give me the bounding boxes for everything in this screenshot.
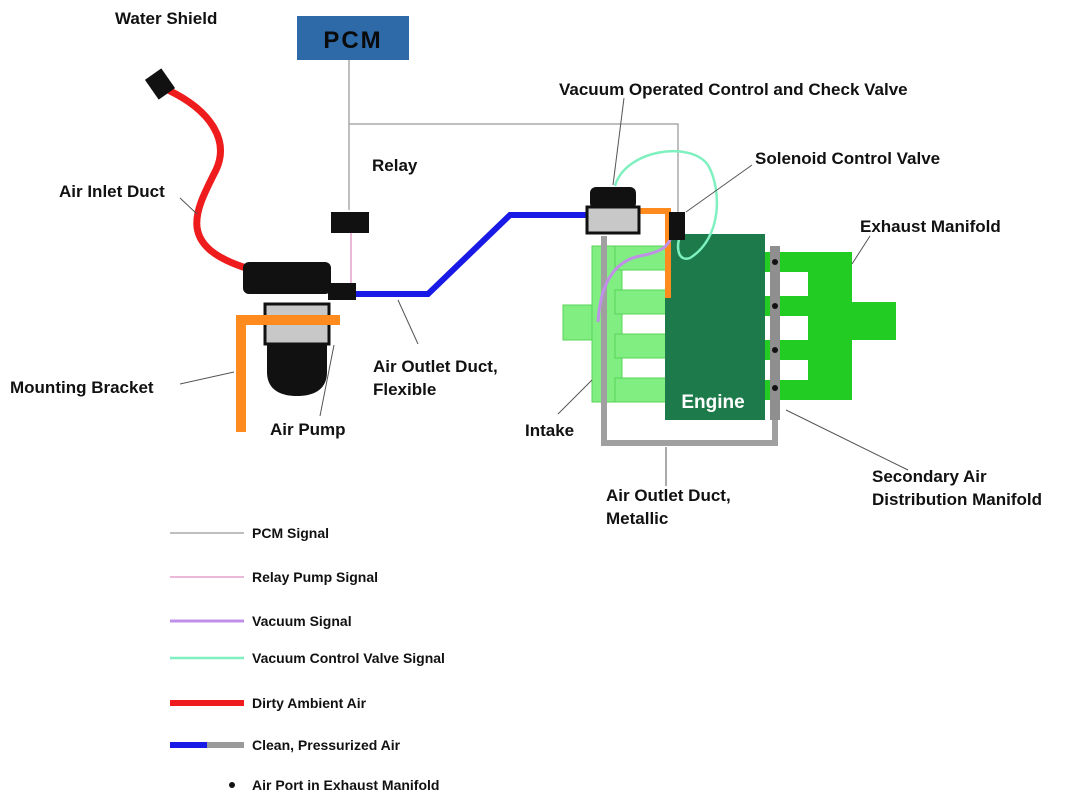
air-pump-head xyxy=(243,262,331,294)
legend-item-air-port: Air Port in Exhaust Manifold xyxy=(229,777,439,793)
label-exhaust-manifold: Exhaust Manifold xyxy=(860,217,1001,236)
legend-item-vacuum-control-valve-signal: Vacuum Control Valve Signal xyxy=(170,650,445,666)
leader-bracket xyxy=(179,371,235,385)
intake-runner-4 xyxy=(614,377,671,403)
vacuum-check-valve-top xyxy=(590,187,636,209)
legend-label-vacuum-signal: Vacuum Signal xyxy=(252,613,352,629)
label-secondary-air-line1: Secondary Air xyxy=(872,467,987,486)
vacuum-signal-line xyxy=(596,239,672,323)
legend-item-pcm-signal: PCM Signal xyxy=(170,525,329,541)
label-mounting-bracket: Mounting Bracket xyxy=(10,378,154,397)
label-air-pump: Air Pump xyxy=(270,420,346,439)
leader-intake xyxy=(557,379,593,415)
leader-secondary xyxy=(785,409,909,471)
leader-flexible xyxy=(397,299,419,345)
leader-inlet-duct xyxy=(179,197,198,215)
water-shield xyxy=(144,68,176,100)
label-intake: Intake xyxy=(525,421,574,440)
intake-runner-3 xyxy=(614,333,671,359)
legend-swatch-air-port xyxy=(229,782,235,788)
legend-label-air-port: Air Port in Exhaust Manifold xyxy=(252,777,439,793)
air-inlet-duct xyxy=(164,86,250,272)
label-secondary-air-line2: Distribution Manifold xyxy=(872,490,1042,509)
intake-nozzle xyxy=(562,304,598,341)
air-pump-body xyxy=(267,344,327,396)
leader-exhaust xyxy=(851,235,871,265)
engine-label: Engine xyxy=(681,392,744,413)
air-port-3 xyxy=(772,347,778,353)
label-air-outlet-metallic-line2: Metallic xyxy=(606,509,668,528)
legend-item-dirty-ambient-air: Dirty Ambient Air xyxy=(170,695,367,711)
air-pump xyxy=(243,262,356,396)
vacuum-check-valve-body xyxy=(585,205,641,235)
legend-label-vacuum-control-valve-signal: Vacuum Control Valve Signal xyxy=(252,650,445,666)
leader-vacuum-valve xyxy=(612,97,625,186)
relay xyxy=(331,212,369,233)
pcm-wire-to-valve xyxy=(348,60,679,215)
mounting-bracket xyxy=(236,315,340,432)
air-ports xyxy=(772,259,778,391)
exhaust-plenum xyxy=(808,252,852,400)
vacuum-control-valve-signal-line xyxy=(613,150,719,260)
air-port-2 xyxy=(772,303,778,309)
legend-label-clean-pressurized-air: Clean, Pressurized Air xyxy=(252,737,401,753)
exhaust-manifold xyxy=(763,252,896,400)
legend: PCM Signal Relay Pump Signal Vacuum Sign… xyxy=(170,525,445,793)
vacuum-check-valve xyxy=(585,187,641,235)
legend-label-dirty-ambient-air: Dirty Ambient Air xyxy=(252,695,367,711)
legend-label-pcm-signal: PCM Signal xyxy=(252,525,329,541)
leader-lines xyxy=(179,97,909,486)
label-relay: Relay xyxy=(372,156,418,175)
air-port-4 xyxy=(772,385,778,391)
legend-item-clean-pressurized-air: Clean, Pressurized Air xyxy=(170,737,401,753)
label-air-outlet-flexible-line2: Flexible xyxy=(373,380,436,399)
engine-block xyxy=(665,234,765,420)
label-water-shield: Water Shield xyxy=(115,9,217,28)
air-outlet-duct-flexible xyxy=(356,212,594,297)
label-air-outlet-flexible-line1: Air Outlet Duct, xyxy=(373,357,498,376)
label-air-outlet-metallic-line1: Air Outlet Duct, xyxy=(606,486,731,505)
intake-runner-2 xyxy=(614,289,671,315)
leader-solenoid xyxy=(685,164,753,213)
exhaust-outlet xyxy=(848,302,896,340)
label-vacuum-check-valve: Vacuum Operated Control and Check Valve xyxy=(559,80,908,99)
air-port-1 xyxy=(772,259,778,265)
label-air-inlet-duct: Air Inlet Duct xyxy=(59,182,165,201)
legend-item-vacuum-signal: Vacuum Signal xyxy=(170,613,352,629)
pcm-box xyxy=(297,16,409,60)
pcm-label: PCM xyxy=(323,27,382,54)
solenoid-control-valve xyxy=(669,212,685,240)
legend-label-relay-pump-signal: Relay Pump Signal xyxy=(252,569,378,585)
air-pump-outlet-stub xyxy=(328,283,356,300)
legend-item-relay-pump-signal: Relay Pump Signal xyxy=(170,569,378,585)
leader-air-pump xyxy=(319,344,335,417)
pcm-signal-wires xyxy=(348,60,679,215)
label-solenoid-valve: Solenoid Control Valve xyxy=(755,149,940,168)
